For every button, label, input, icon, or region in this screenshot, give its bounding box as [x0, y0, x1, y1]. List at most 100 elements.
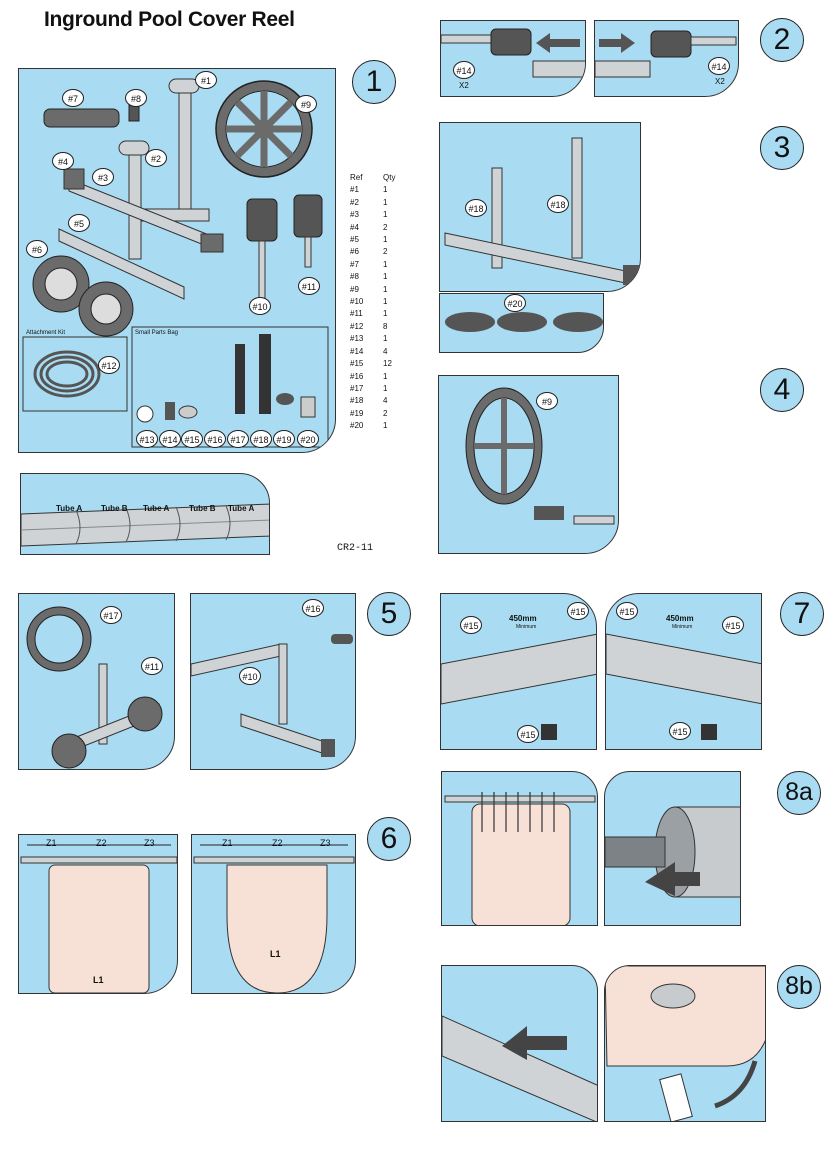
tag-small-19: #19	[273, 430, 295, 448]
model-code: CR2-11	[337, 543, 374, 554]
tag-part-6: #6	[26, 240, 48, 258]
qty-cell: 1	[383, 297, 388, 307]
step-8a-panel-left	[441, 771, 598, 926]
step6-zone-2b: Z2	[272, 838, 283, 848]
qty-cell: 1	[383, 284, 388, 294]
step7-tag-c: #15	[517, 725, 539, 743]
attachment-kit-label: Attachment Kit	[26, 330, 66, 336]
qty-cell: 1	[383, 421, 388, 431]
step-3-panel-wheels: #20	[439, 293, 604, 353]
step-7-badge: 7	[780, 592, 824, 636]
tag-small-14: #14	[159, 430, 181, 448]
step6-length-b: L1	[270, 949, 281, 959]
qty-cell: 4	[383, 346, 388, 356]
step-7-panel-right: #15 #15 #15 450mm Minimum	[605, 593, 762, 750]
table-row: #12 8	[350, 321, 395, 333]
tube-label-2: Tube B	[101, 504, 128, 513]
step4-tag: #9	[536, 392, 558, 410]
table-row: #19 2	[350, 408, 395, 420]
tube-label-3: Tube A	[143, 504, 170, 513]
tag-part-11: #11	[298, 277, 320, 295]
step-8b-panel-right	[604, 965, 766, 1122]
ref-cell: #10	[350, 297, 364, 307]
tube-label-4: Tube B	[189, 504, 216, 513]
step6-zone-2: Z2	[96, 838, 107, 848]
qty-cell: 1	[383, 272, 388, 282]
table-row: #4 2	[350, 222, 395, 234]
step6-zone-1: Z1	[46, 838, 57, 848]
step7-tag-a: #15	[460, 616, 482, 634]
qty-cell: 1	[383, 371, 388, 381]
qty-cell: 8	[383, 321, 388, 331]
table-row: #14 4	[350, 346, 395, 358]
step-3-panel: #18 #18	[439, 122, 641, 292]
ref-cell: #11	[350, 309, 363, 319]
qty-cell: 1	[383, 309, 388, 319]
ref-cell: #7	[350, 259, 359, 269]
step-1-panel: #1 #2 #3 #4 #5 #6 #7 #8 #9 #10 #11 #12 A…	[18, 68, 336, 453]
qty-cell: 1	[383, 210, 388, 220]
qty-cell: 2	[383, 408, 388, 418]
tag-small-17: #17	[227, 430, 249, 448]
tag-part-7: #7	[62, 89, 84, 107]
ref-cell: #14	[350, 346, 364, 356]
step7-tag-d: #15	[616, 602, 638, 620]
step-4-badge: 4	[760, 368, 804, 412]
step2-tag-left: #14	[453, 61, 475, 79]
qty-cell: 2	[383, 222, 388, 232]
step-5-badge: 5	[367, 592, 411, 636]
step-5-panel-right: #16 #10	[190, 593, 356, 770]
step2-qty-right: X2	[715, 77, 725, 86]
step-4-panel: #9	[438, 375, 619, 554]
tag-part-1: #1	[195, 71, 217, 89]
qty-cell: 12	[383, 359, 392, 369]
tag-part-5: #5	[68, 214, 90, 232]
step-1-badge: 1	[352, 60, 396, 104]
tag-part-10: #10	[249, 297, 271, 315]
ref-cell: #12	[350, 321, 364, 331]
qty-cell: 1	[383, 259, 388, 269]
qty-cell: 1	[383, 197, 388, 207]
step5-tag-16: #16	[302, 599, 324, 617]
step3-tag-right: #18	[547, 195, 569, 213]
tube-label-1: Tube A	[56, 504, 83, 513]
tag-part-3: #3	[92, 168, 114, 186]
step-8a-panel-right	[604, 771, 741, 926]
page-title: Inground Pool Cover Reel	[44, 8, 295, 31]
table-row: #2 1	[350, 197, 395, 209]
step5-tag-10: #10	[239, 667, 261, 685]
ref-cell: #3	[350, 210, 359, 220]
table-header: Ref Qty	[350, 173, 396, 182]
tag-small-16: #16	[204, 430, 226, 448]
table-row: #11 1	[350, 308, 395, 320]
step3-tag-center: #20	[504, 294, 526, 312]
step3-tag-left: #18	[465, 199, 487, 217]
ref-cell: #13	[350, 334, 364, 344]
step7-dim-b: 450mm	[666, 614, 694, 623]
step-3-badge: 3	[760, 126, 804, 170]
step7-dim-sub: Minimum	[516, 624, 537, 630]
step5-tag-17: #17	[100, 606, 122, 624]
ref-cell: #4	[350, 222, 359, 232]
step6-zone-1b: Z1	[222, 838, 233, 848]
ref-cell: #18	[350, 396, 364, 406]
step7-dim-sub-b: Minimum	[672, 624, 693, 630]
step-7-panel-left: #15 #15 #15 450mm Minimum	[440, 593, 597, 750]
ref-cell: #16	[350, 371, 364, 381]
qty-cell: 2	[383, 247, 388, 257]
small-parts-label: Small Parts Bag	[135, 330, 179, 336]
qty-cell: 4	[383, 396, 388, 406]
step-8b-panel-left	[441, 965, 598, 1122]
table-row: #16 1	[350, 371, 395, 383]
step-8b-badge: 8b	[777, 965, 821, 1009]
table-row: #7 1	[350, 259, 395, 271]
ref-cell: #2	[350, 197, 359, 207]
ref-cell: #19	[350, 408, 364, 418]
ref-cell: #17	[350, 383, 364, 393]
